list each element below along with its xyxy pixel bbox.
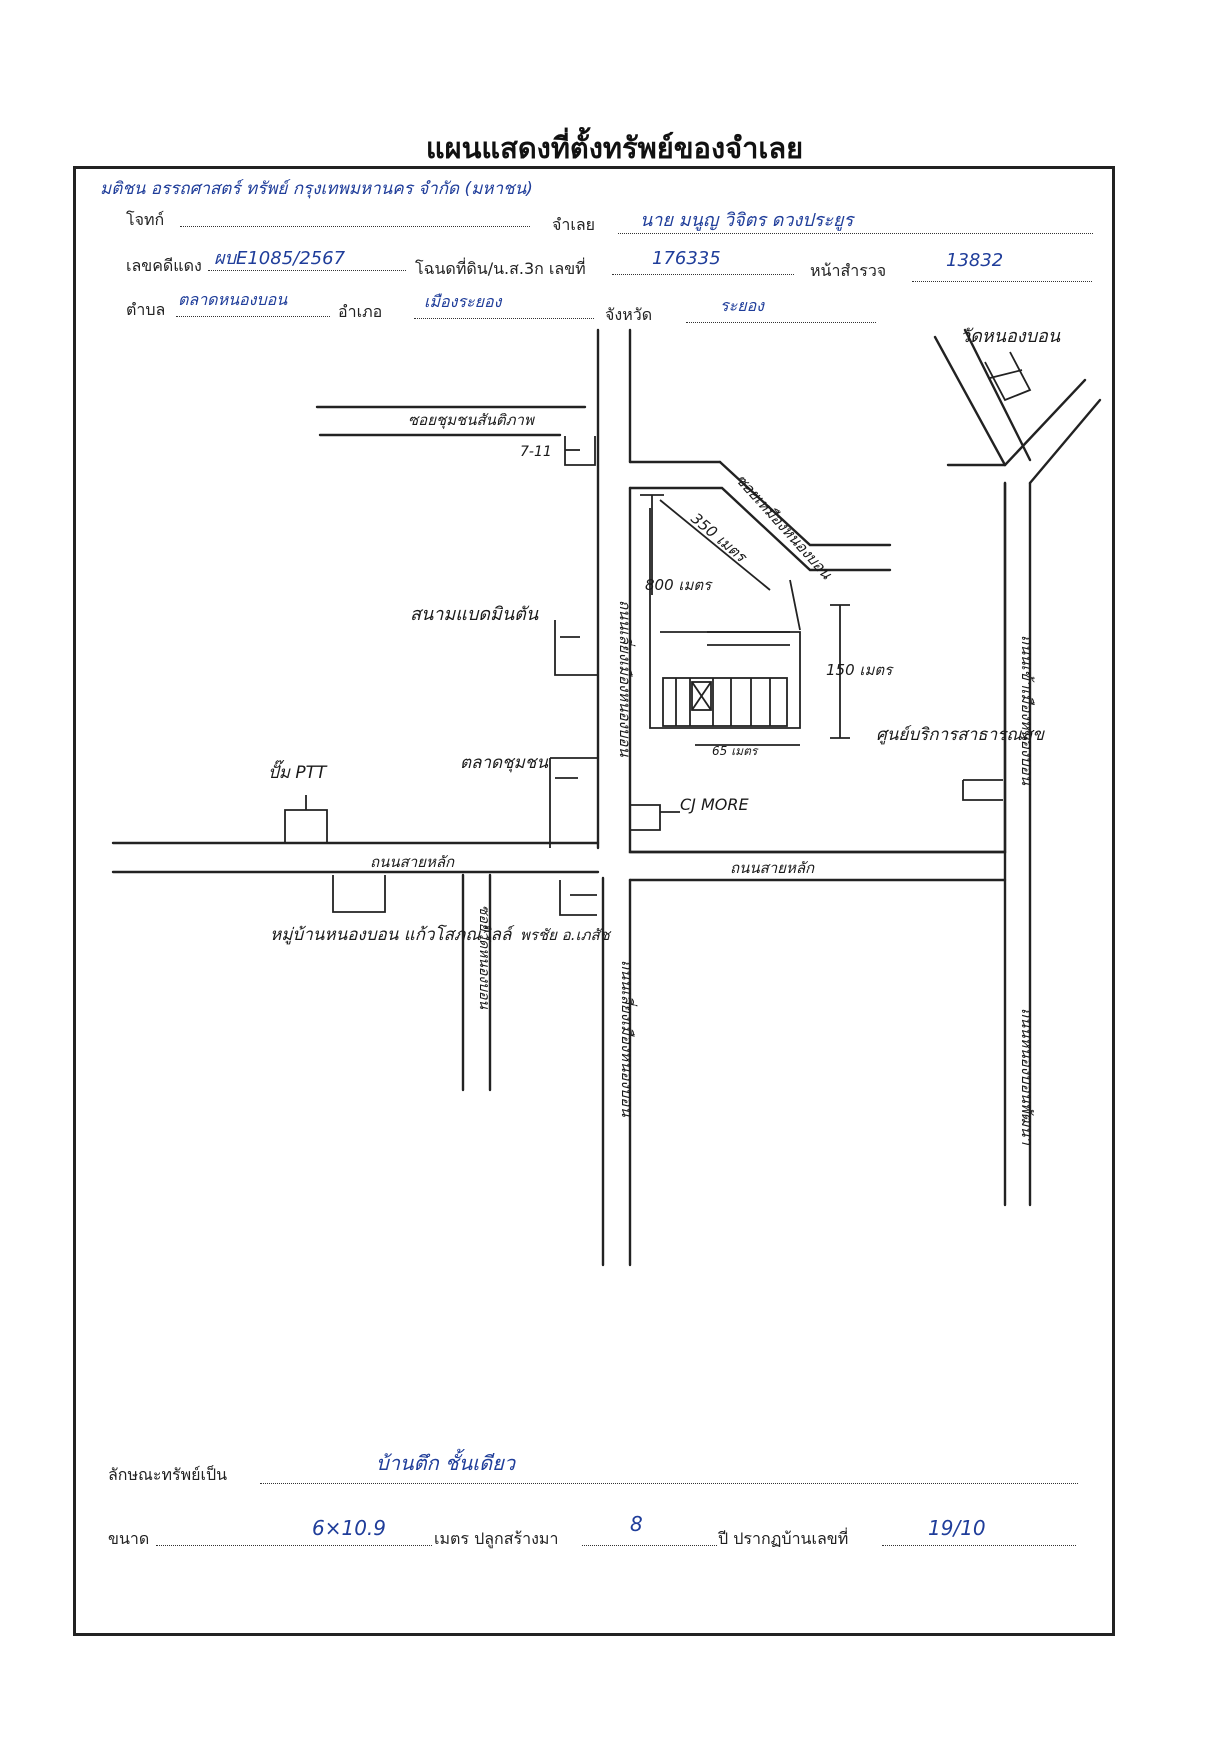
label-seven-eleven: 7-11 [520, 444, 552, 460]
survey-field[interactable] [912, 281, 1092, 282]
district-label: อำเภอ [338, 302, 383, 321]
label-main-road-right: ถนนสายหลัก [730, 859, 815, 877]
deed-value: 176335 [652, 248, 721, 269]
property-type-field[interactable] [260, 1483, 1078, 1484]
label-dist-65: 65 เมตร [712, 744, 759, 758]
page-title: แผนแสดงที่ตั้งทรัพย์ของจำเลย [425, 131, 804, 165]
meters-built-label: เมตร ปลูกสร้างมา [434, 1529, 559, 1548]
subdistrict-label: ตำบล [126, 300, 166, 319]
case-no-label: เลขคดีแดง [126, 256, 202, 275]
size-field[interactable] [156, 1545, 432, 1546]
deed-label: โฉนดที่ดิน/น.ส.3ก เลขที่ [415, 259, 586, 278]
plaintiff-label: โจทก์ [126, 210, 165, 229]
label-road-diag: ซอยเหมืองหนองบอน [732, 471, 836, 584]
label-market: ตลาดชุมชน [460, 753, 548, 773]
built-years-value: 8 [630, 1512, 643, 1536]
province-label: จังหวัด [605, 305, 653, 324]
form-frame [73, 166, 1115, 1636]
label-road-center-lower: ถนนเลี่ยงเมืองหนองบอน [618, 960, 638, 1117]
case-no-field[interactable] [208, 270, 406, 271]
label-road-right-lower: ถนนหนองบอนพัฒนา [1018, 1008, 1036, 1146]
label-health-center: ศูนย์บริการสาธารณสุข [876, 725, 1045, 745]
district-field[interactable] [414, 318, 594, 319]
property-type-label: ลักษณะทรัพย์เป็น [108, 1465, 228, 1484]
subdistrict-value: ตลาดหนองบอน [178, 290, 288, 309]
label-dist-150: 150 เมตร [826, 661, 894, 679]
label-road-right: ถนนเข้าเมืองหนองบอน [1018, 635, 1036, 786]
deed-field[interactable] [612, 274, 794, 275]
label-village: หมู่บ้านหนองบอน แก้วโสภณวิลล์ [270, 924, 515, 945]
plaintiff-field[interactable] [180, 226, 530, 227]
label-soi-top: ซอยชุมชนสันติภาพ [408, 411, 535, 429]
province-value: ระยอง [720, 296, 764, 315]
defendant-label: จำเลย [552, 215, 596, 234]
province-field[interactable] [686, 322, 876, 323]
subdistrict-field[interactable] [176, 316, 330, 317]
built-years-field[interactable] [582, 1545, 717, 1546]
case-no-value: ผบE1085/2567 [214, 248, 346, 269]
size-label: ขนาด [108, 1529, 150, 1548]
label-ptt: ปั๊ม PTT [268, 760, 328, 783]
survey-label: หน้าสำรวจ [810, 261, 887, 280]
label-dist-800: 800 เมตร [645, 576, 713, 594]
survey-value: 13832 [946, 250, 1004, 271]
label-dist-350: 350 เมตร [687, 509, 751, 567]
district-value: เมืองระยอง [424, 292, 502, 311]
house-no-field[interactable] [882, 1545, 1076, 1546]
label-temple: วัดหนองบอน [960, 326, 1061, 347]
property-type-value: บ้านตึก ชั้นเดียว [376, 1451, 516, 1475]
defendant-value: นาย มนูญ วิจิตร ดวงประยูร [640, 210, 854, 231]
label-stadium: สนามแบดมินตัน [410, 604, 539, 625]
size-value: 6×10.9 [312, 1516, 387, 1540]
house-no-value: 19/10 [928, 1516, 986, 1540]
label-cj: CJ MORE [680, 795, 749, 814]
year-house-no-label: ปี ปรากฏบ้านเลขที่ [718, 1529, 849, 1548]
label-main-road-left: ถนนสายหลัก [370, 853, 455, 871]
label-pharmacy: พรชัย อ.เภสัช [520, 926, 612, 944]
defendant-field[interactable] [618, 233, 1093, 234]
label-soi-lower: ซอยวัดหนองบอน [476, 905, 492, 1009]
label-road-center: ถนนเลี่ยงเมืองหนองบอน [616, 600, 636, 757]
handwritten-top-note: มติชน อรรถศาสตร์ ทรัพย์ กรุงเทพมหานคร จำ… [100, 179, 533, 199]
